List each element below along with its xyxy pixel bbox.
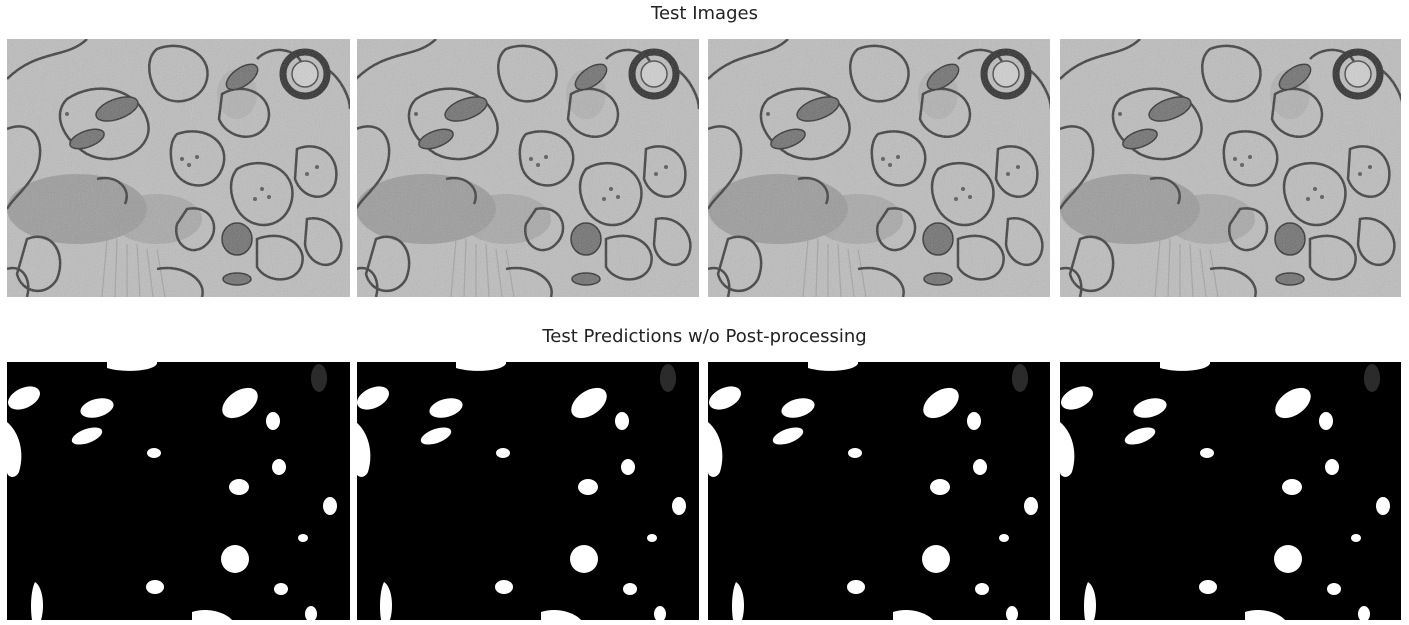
prediction-mask-1 [7,362,350,620]
em-image-svg [357,39,699,297]
mask-image-svg [357,362,699,620]
test-image-2 [357,39,700,297]
em-image-svg [1060,39,1401,297]
prediction-mask-2 [357,362,700,620]
em-image-svg [7,39,350,297]
test-predictions-title: Test Predictions w/o Post-processing [542,326,867,347]
mask-image-svg [7,362,350,620]
prediction-mask-4 [1058,362,1401,620]
prediction-mask-3 [707,362,1050,620]
mask-image-svg [1060,362,1401,620]
mask-image-svg [708,362,1050,620]
test-image-4 [1058,39,1401,297]
test-image-3 [707,39,1050,297]
test-image-1 [7,39,350,297]
test-images-title: Test Images [651,3,758,24]
em-image-svg [708,39,1050,297]
